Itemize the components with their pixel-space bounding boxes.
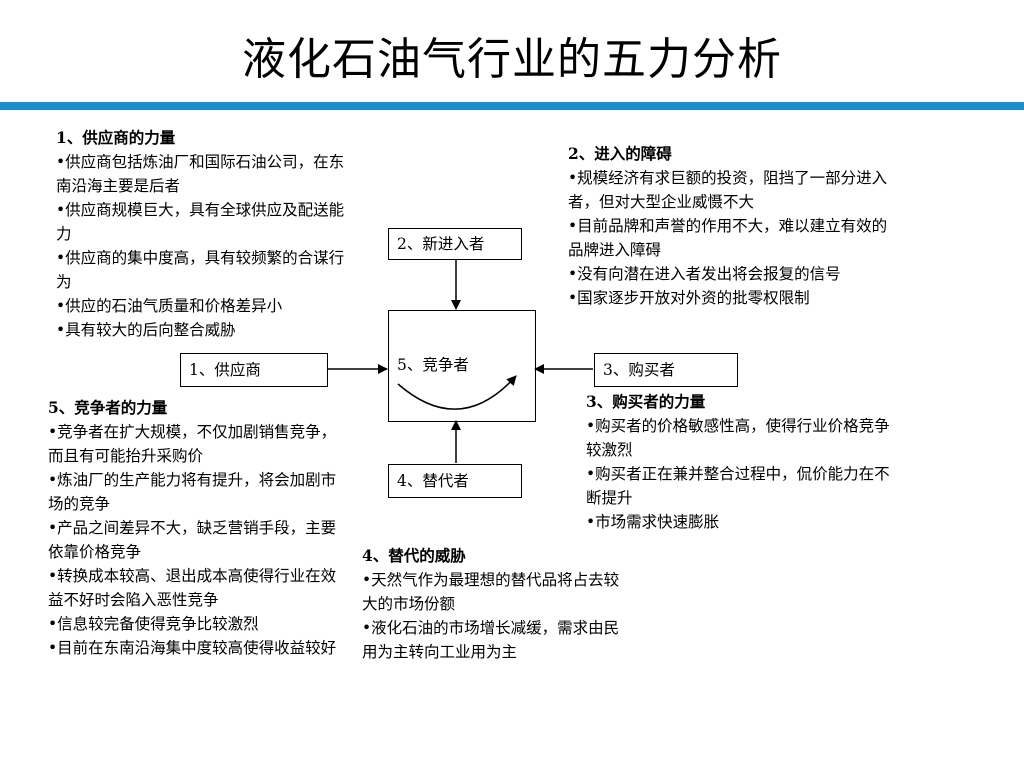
node-new-entrants-label: 2、新进入者 [397, 235, 485, 253]
entry-barriers-section: 2、进入的障碍 •规模经济有求巨额的投资，阻挡了一部分进入者，但对大型企业威慑不… [568, 142, 898, 310]
node-suppliers: 1、供应商 [180, 353, 328, 387]
bullet-item: •购买者正在兼并整合过程中，侃价能力在不断提升 [586, 465, 890, 507]
substitutes-threat-section: 4、替代的威胁 •天然气作为最理想的替代品将占去较大的市场份额 •液化石油的市场增… [362, 544, 634, 664]
bullet-item: •供应商规模巨大，具有全球供应及配送能力 [56, 201, 345, 243]
bullet-item: •竞争者在扩大规模，不仅加剧销售竞争，而且有可能抬升采购价 [48, 423, 337, 465]
node-new-entrants: 2、新进入者 [388, 228, 522, 260]
bullet-item: •没有向潜在进入者发出将会报复的信号 [568, 265, 841, 283]
bullet-item: •产品之间差异不大，缺乏营销手段，主要依靠价格竞争 [48, 519, 337, 561]
competitors-power-section: 5、竞争者的力量 •竞争者在扩大规模，不仅加剧销售竞争，而且有可能抬升采购价 •炼… [48, 396, 338, 660]
bullet-item: •规模经济有求巨额的投资，阻挡了一部分进入者，但对大型企业威慑不大 [568, 169, 888, 211]
bullet-item: •转换成本较高、退出成本高使得行业在效益不好时会陷入恶性竞争 [48, 567, 337, 609]
page-title: 液化石油气行业的五力分析 [242, 34, 782, 85]
suppliers-power-section: 1、供应商的力量 •供应商包括炼油厂和国际石油公司，在东南沿海主要是后者•供应商… [56, 126, 346, 342]
bullet-item: •目前在东南沿海集中度较高使得收益较好 [48, 639, 337, 657]
title-divider [0, 102, 1024, 110]
node-buyers-label: 3、购买者 [603, 361, 675, 379]
entry-barriers-list: •规模经济有求巨额的投资，阻挡了一部分进入者，但对大型企业威慑不大 •目前品牌和声… [568, 166, 898, 310]
bullet-item: •炼油厂的生产能力将有提升，将会加剧市场的竞争 [48, 471, 337, 513]
node-competitors: 5、竞争者 [388, 310, 536, 422]
node-substitutes-label: 4、替代者 [397, 472, 469, 490]
competitors-power-list: •竞争者在扩大规模，不仅加剧销售竞争，而且有可能抬升采购价 •炼油厂的生产能力将有… [48, 420, 338, 660]
bullet-item: •具有较大的后向整合威胁 [56, 321, 236, 339]
buyers-power-list: •购买者的价格敏感性高，使得行业价格竞争较激烈 •购买者正在兼并整合过程中，侃价能… [586, 414, 896, 534]
bullet-item: •液化石油的市场增长减缓，需求由民用为主转向工业用为主 [362, 619, 620, 661]
node-buyers: 3、购买者 [594, 353, 738, 387]
bullet-item: •供应商包括炼油厂和国际石油公司，在东南沿海主要是后者 [56, 153, 345, 195]
suppliers-power-list: •供应商包括炼油厂和国际石油公司，在东南沿海主要是后者 •供应商规模巨大，具有全球… [56, 150, 346, 342]
node-competitors-label: 5、竞争者 [397, 356, 469, 374]
node-suppliers-label: 1、供应商 [189, 361, 261, 379]
substitutes-threat-heading: 4、替代的威胁 [362, 546, 466, 565]
bullet-item: •信息较完备使得竞争比较激烈 [48, 615, 259, 633]
bullet-item: •天然气作为最理想的替代品将占去较大的市场份额 [362, 571, 620, 613]
entry-barriers-heading: 2、进入的障碍 [568, 144, 672, 163]
bullet-item: •国家逐步开放对外资的批零权限制 [568, 289, 810, 307]
bullet-item: •目前品牌和声誉的作用不大，难以建立有效的品牌进入障碍 [568, 217, 888, 259]
competitors-power-heading: 5、竞争者的力量 [48, 398, 168, 417]
node-substitutes: 4、替代者 [388, 464, 522, 498]
bullet-item: •供应的石油气质量和价格差异小 [56, 297, 283, 315]
bullet-item: •购买者的价格敏感性高，使得行业价格竞争较激烈 [586, 417, 890, 459]
suppliers-power-heading: 1、供应商的力量 [56, 128, 176, 147]
bullet-item: •供应商的集中度高，具有较频繁的合谋行为 [56, 249, 345, 291]
buyers-power-heading: 3、购买者的力量 [586, 392, 706, 411]
buyers-power-section: 3、购买者的力量 •购买者的价格敏感性高，使得行业价格竞争较激烈 •购买者正在兼并… [586, 390, 896, 534]
substitutes-threat-list: •天然气作为最理想的替代品将占去较大的市场份额 •液化石油的市场增长减缓，需求由民… [362, 568, 634, 664]
bullet-item: •市场需求快速膨胀 [586, 513, 720, 531]
rivalry-cycle-arrow [397, 375, 517, 410]
